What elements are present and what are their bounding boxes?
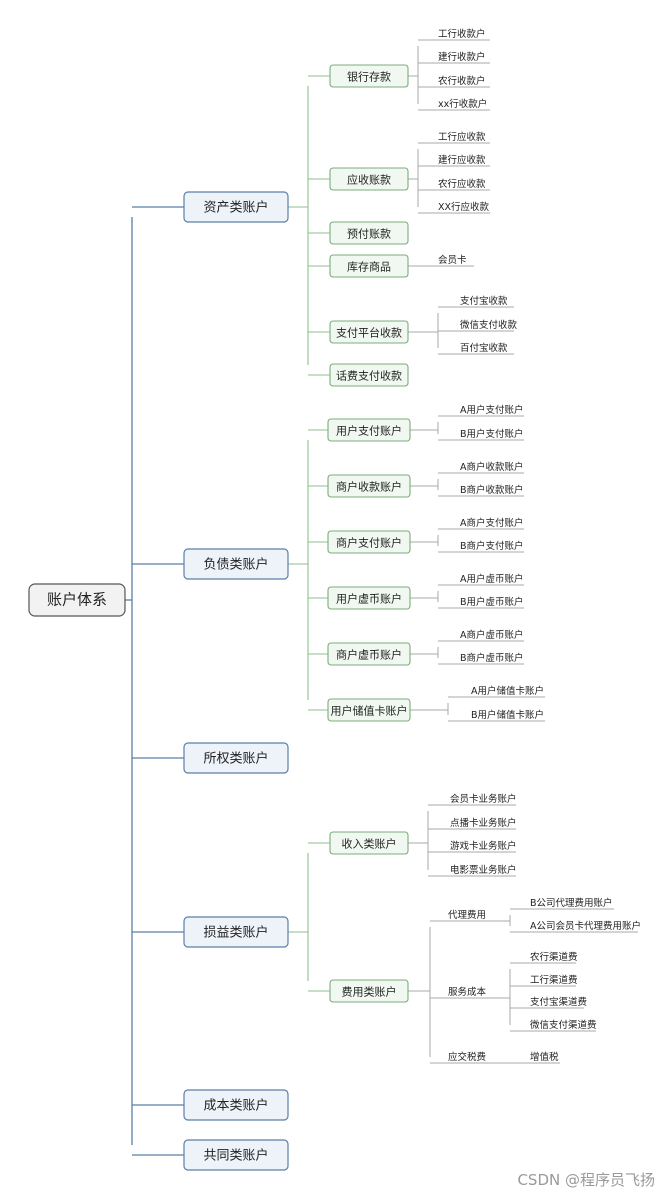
leaf-node: 工行应收款	[438, 131, 486, 143]
leaf-node: 工行收款户	[438, 28, 486, 40]
subcategory-node-label: 话费支付收款	[336, 369, 402, 383]
subcategory-node-label: 商户支付账户	[336, 536, 402, 550]
subcategory-node: 收入类账户	[329, 831, 409, 855]
category-node: 资产类账户	[183, 191, 289, 223]
leaf-node: B用户虚币账户	[460, 596, 524, 608]
leaf-node: 游戏卡业务账户	[450, 840, 517, 852]
category-node-label: 负债类账户	[203, 557, 268, 573]
subcategory-node-label: 银行存款	[347, 70, 391, 84]
leaf-node: 支付宝渠道费	[530, 996, 587, 1008]
leaf-node: A公司会员卡代理费用账户	[530, 920, 641, 932]
subcategory-node: 库存商品	[329, 254, 409, 278]
leaf-node: A用户虚币账户	[460, 573, 524, 585]
category-node-label: 成本类账户	[203, 1098, 268, 1114]
subcategory-node-label: 费用类账户	[342, 985, 397, 999]
root-node: 账户体系	[28, 583, 126, 617]
subcategory-node-label: 用户虚币账户	[336, 592, 402, 606]
subcategory-node: 商户收款账户	[327, 474, 411, 498]
subcategory-node: 预付账款	[329, 221, 409, 245]
leaf-node: A商户支付账户	[460, 517, 524, 529]
leaf-node: 会员卡	[438, 254, 467, 266]
leaf-node: 支付宝收款	[460, 295, 508, 307]
leaf-node: 服务成本	[448, 986, 487, 998]
leaf-node: 农行渠道费	[530, 951, 578, 963]
leaf-node: 建行应收款	[438, 154, 486, 166]
leaf-node: 百付宝收款	[460, 342, 508, 354]
category-node: 负债类账户	[183, 548, 289, 580]
leaf-node: 代理费用	[448, 909, 486, 921]
category-node-label: 损益类账户	[203, 925, 268, 941]
leaf-node: A用户支付账户	[460, 404, 524, 416]
subcategory-node: 应收账款	[329, 167, 409, 191]
subcategory-node: 商户支付账户	[327, 530, 411, 554]
leaf-node: 微信支付渠道费	[530, 1019, 597, 1031]
subcategory-node: 费用类账户	[329, 979, 409, 1003]
root-node-label: 账户体系	[47, 591, 107, 609]
category-node-label: 资产类账户	[203, 200, 268, 216]
subcategory-node-label: 商户虚币账户	[336, 648, 402, 662]
watermark: CSDN @程序员飞扬	[517, 1171, 655, 1189]
category-node-label: 所权类账户	[203, 751, 268, 767]
leaf-node: A商户收款账户	[460, 461, 524, 473]
leaf-node: xx行收款户	[438, 98, 487, 110]
leaf-node: 建行收款户	[438, 51, 486, 63]
leaf-node: B商户收款账户	[460, 484, 524, 496]
leaf-node: B用户储值卡账户	[471, 709, 544, 721]
subcategory-node-label: 用户储值卡账户	[331, 704, 408, 718]
leaf-node: 增值税	[530, 1051, 559, 1063]
leaf-node: 会员卡业务账户	[450, 793, 517, 805]
leaf-node: XX行应收款	[438, 201, 490, 213]
subcategory-node: 用户支付账户	[327, 418, 411, 442]
subcategory-node-label: 预付账款	[347, 227, 391, 241]
subcategory-node-label: 用户支付账户	[336, 424, 402, 438]
subcategory-node: 银行存款	[329, 64, 409, 88]
leaf-node: B公司代理费用账户	[530, 897, 613, 909]
category-node: 损益类账户	[183, 916, 289, 948]
leaf-node: A商户虚币账户	[460, 629, 524, 641]
subcategory-node: 话费支付收款	[329, 363, 409, 387]
leaf-node: B商户虚币账户	[460, 652, 524, 664]
leaf-node: B商户支付账户	[460, 540, 524, 552]
subcategory-node-label: 库存商品	[347, 260, 391, 274]
leaf-node: 工行渠道费	[530, 974, 578, 986]
subcategory-node-label: 应收账款	[347, 173, 391, 187]
leaf-node: 微信支付收款	[460, 319, 518, 331]
subcategory-node-label: 收入类账户	[342, 837, 397, 851]
leaf-node: B用户支付账户	[460, 428, 524, 440]
category-node-label: 共同类账户	[203, 1148, 268, 1164]
category-node: 所权类账户	[183, 742, 289, 774]
subcategory-node: 用户虚币账户	[327, 586, 411, 610]
category-node: 共同类账户	[183, 1139, 289, 1171]
subcategory-node: 支付平台收款	[329, 320, 409, 344]
leaf-node: 农行收款户	[438, 75, 486, 87]
subcategory-node: 商户虚币账户	[327, 642, 411, 666]
subcategory-node-label: 商户收款账户	[336, 480, 402, 494]
subcategory-node: 用户储值卡账户	[327, 698, 411, 722]
leaf-node: 农行应收款	[438, 178, 486, 190]
leaf-node: 点播卡业务账户	[450, 817, 517, 829]
category-node: 成本类账户	[183, 1089, 289, 1121]
subcategory-node-label: 支付平台收款	[336, 326, 402, 340]
leaf-node: 电影票业务账户	[450, 864, 517, 876]
leaf-node: A用户储值卡账户	[471, 685, 544, 697]
leaf-node: 应交税费	[448, 1051, 486, 1063]
